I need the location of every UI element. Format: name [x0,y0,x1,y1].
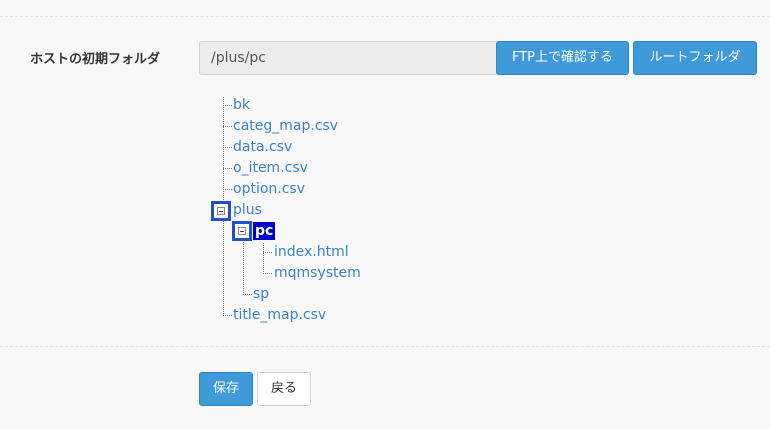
initial-folder-label: ホストの初期フォルダ [30,52,161,67]
tree-node-data[interactable]: data.csv [233,139,293,155]
check-on-ftp-button[interactable]: FTP上で確認する [496,41,629,75]
top-divider [0,16,770,17]
minus-icon [217,207,225,215]
tree-connector [243,294,252,295]
tree-connector [223,105,232,106]
tree-connector [223,126,232,127]
tree-connector [223,315,232,316]
tree-node-title-map[interactable]: title_map.csv [233,307,327,323]
bottom-divider [0,346,770,347]
tree-node-pc[interactable]: pc [253,222,276,240]
tree-node-option[interactable]: option.csv [233,181,305,197]
back-button[interactable]: 戻る [257,372,311,406]
root-folder-button[interactable]: ルートフォルダ [633,41,757,75]
tree-connector [243,221,244,295]
collapse-plus-toggle[interactable] [211,201,231,221]
tree-connector [223,147,232,148]
tree-node-categ-map[interactable]: categ_map.csv [233,118,339,134]
tree-connector [223,168,232,169]
tree-connector [263,243,264,274]
minus-icon [238,227,246,235]
tree-node-bk[interactable]: bk [233,97,250,113]
tree-connector [223,189,232,190]
save-button[interactable]: 保存 [199,372,253,406]
tree-node-o-item[interactable]: o_item.csv [233,160,308,176]
tree-connector [263,252,272,253]
collapse-pc-toggle[interactable] [232,221,252,241]
folder-path-input[interactable]: /plus/pc [199,41,501,75]
tree-node-sp[interactable]: sp [253,286,270,302]
tree-connector [263,273,272,274]
tree-node-index-html[interactable]: index.html [274,244,349,260]
tree-node-mqmsystem[interactable]: mqmsystem [274,265,361,281]
tree-node-plus[interactable]: plus [233,202,262,218]
